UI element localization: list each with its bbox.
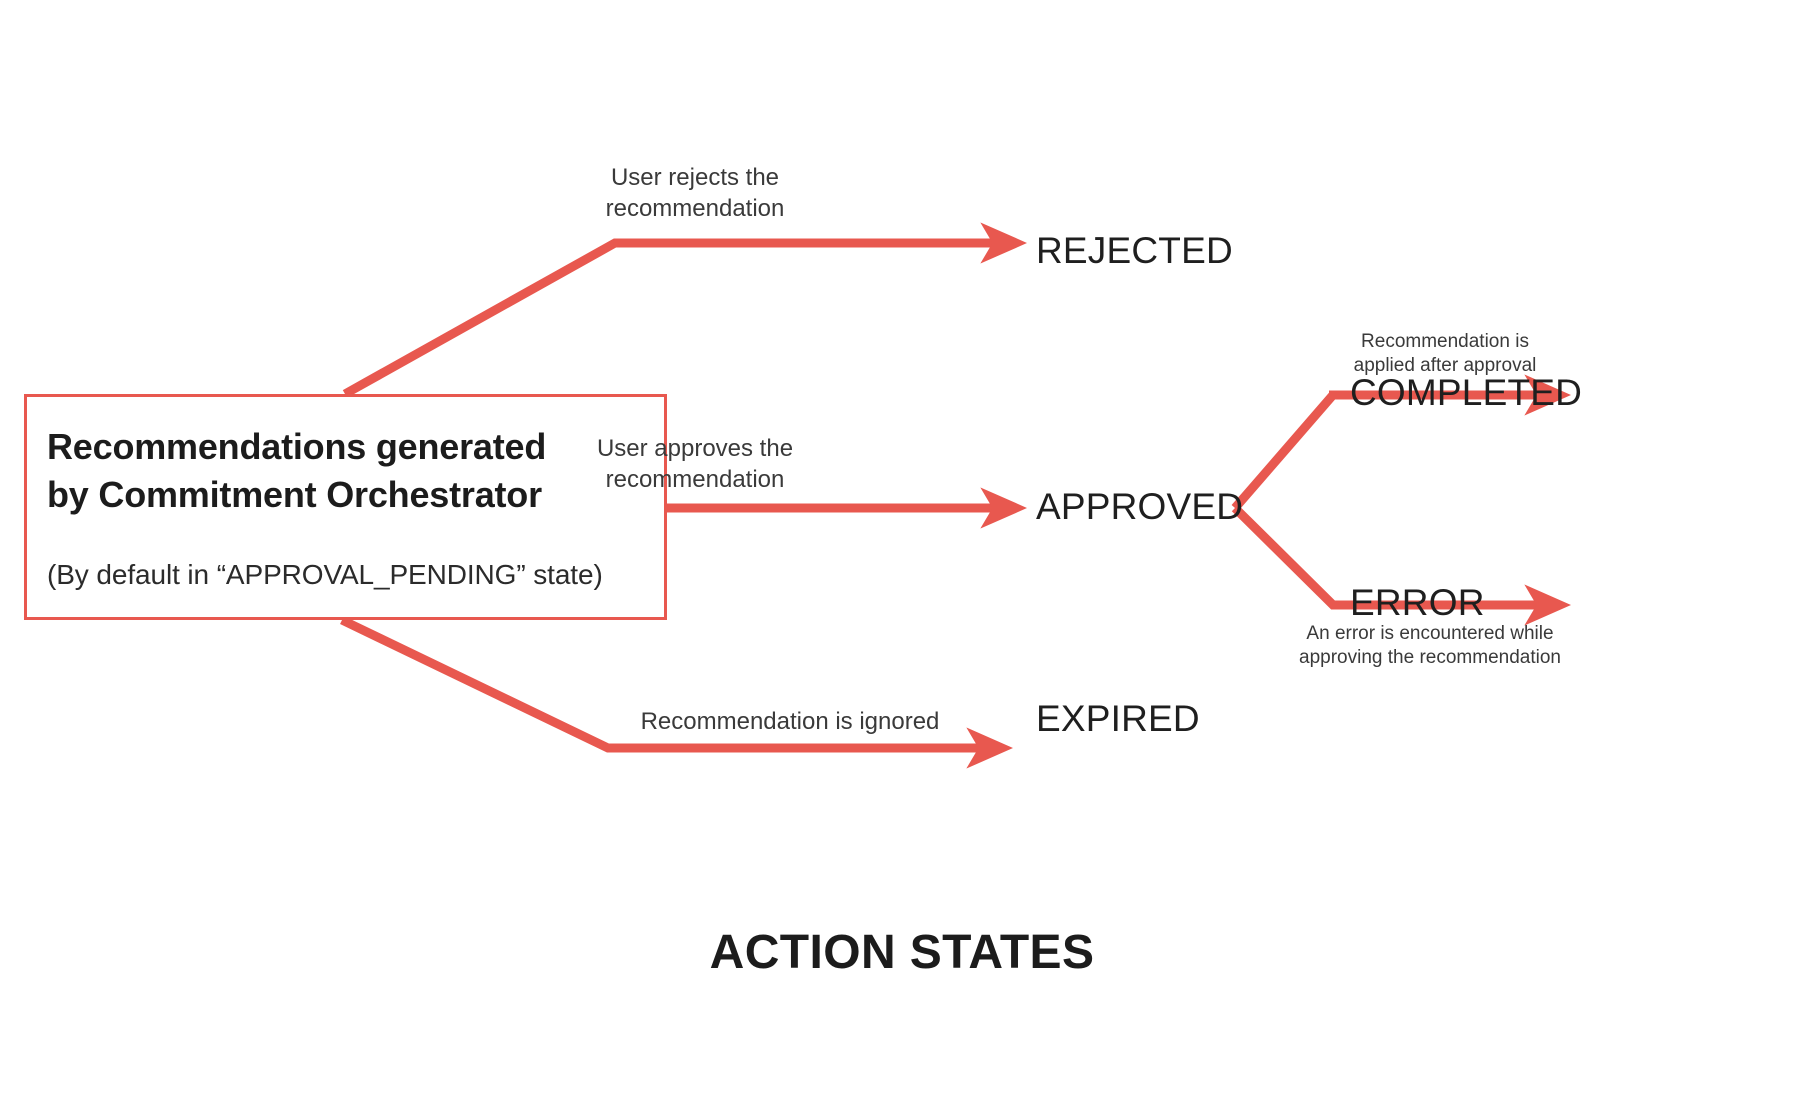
state-expired: EXPIRED [1036, 698, 1200, 739]
source-state-title: Recommendations generated by Commitment … [47, 426, 547, 515]
edge-label-to-rejected: User rejects the recommendation [605, 164, 785, 222]
state-error: ERROR [1350, 582, 1485, 623]
edge-label-to-expired: Recommendation is ignored [640, 708, 940, 735]
source-state-box: Recommendations generated by Commitment … [24, 394, 667, 620]
state-completed: COMPLETED [1350, 372, 1583, 413]
edge-label-to-approved: User approves the recommendation [596, 435, 794, 493]
state-approved: APPROVED [1036, 486, 1244, 527]
diagram-caption: ACTION STATES [709, 926, 1095, 979]
source-state-subtitle: (By default in “APPROVAL_PENDING” state) [47, 559, 603, 590]
connector-to-rejected [342, 222, 1028, 398]
edge-label-to-error: An error is encountered while approving … [1299, 623, 1561, 669]
state-rejected: REJECTED [1036, 230, 1233, 271]
edge-label-to-completed: Recommendation is applied after approval [1353, 331, 1537, 377]
